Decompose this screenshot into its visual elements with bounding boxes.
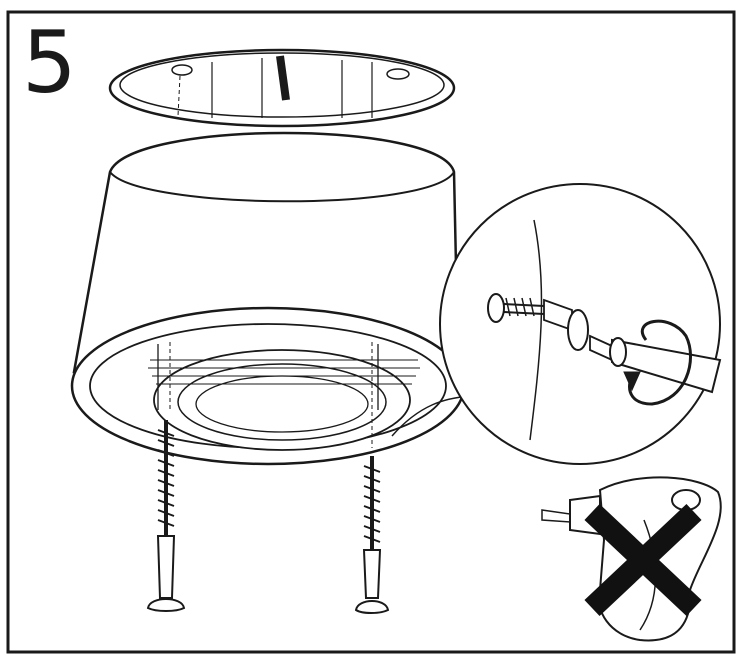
screw-left: [146, 420, 186, 612]
step-number: 5: [22, 13, 77, 113]
cross-icon: [584, 503, 702, 617]
ceiling-plate: [108, 48, 456, 128]
lamp-shade: [70, 131, 471, 466]
detail-callout: [439, 183, 722, 465]
rotate-arrow-icon: [623, 319, 693, 406]
screw-right: [354, 456, 390, 614]
panel-border: [6, 10, 736, 654]
